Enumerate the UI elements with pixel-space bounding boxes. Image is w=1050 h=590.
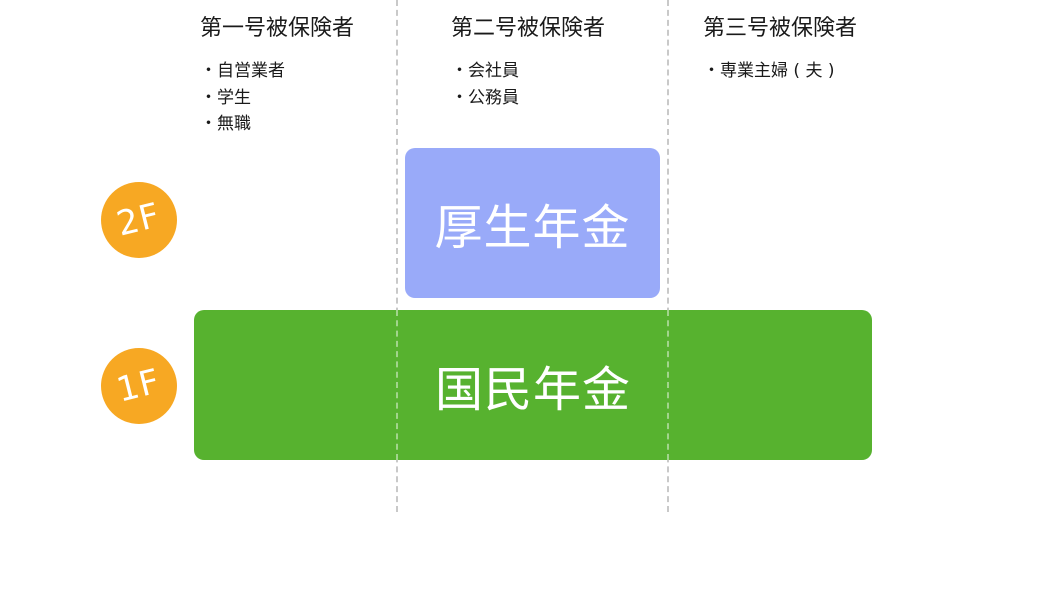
- kokumin-nenkin-block: 国民年金: [194, 310, 872, 460]
- floor-label-2f: 2F: [113, 195, 165, 245]
- column-title-second-insured: 第二号被保険者: [451, 16, 606, 41]
- column-items-second-insured: 会社員 公務員: [451, 58, 519, 111]
- column-items-third-insured: 専業主婦 ( 夫 ): [703, 58, 834, 85]
- kosei-nenkin-block: 厚生年金: [405, 148, 660, 298]
- floor-badge-2f: 2F: [101, 182, 177, 258]
- column-divider-right-overlay: [667, 310, 669, 460]
- column-title-third-insured: 第三号被保険者: [703, 16, 858, 41]
- list-item: 専業主婦 ( 夫 ): [703, 58, 834, 85]
- list-item: 無職: [200, 111, 285, 138]
- column-divider-right: [667, 0, 669, 512]
- list-item: 自営業者: [200, 58, 285, 85]
- column-divider-left-overlay: [396, 310, 398, 460]
- list-item: 公務員: [451, 85, 519, 112]
- column-divider-left: [396, 0, 398, 512]
- floor-badge-1f: 1F: [101, 348, 177, 424]
- kokumin-nenkin-label: 国民年金: [434, 362, 631, 418]
- column-title-first-insured: 第一号被保険者: [200, 16, 355, 41]
- kosei-nenkin-label: 厚生年金: [434, 200, 631, 256]
- floor-label-1f: 1F: [113, 361, 165, 411]
- list-item: 学生: [200, 85, 285, 112]
- column-items-first-insured: 自営業者 学生 無職: [200, 58, 285, 138]
- list-item: 会社員: [451, 58, 519, 85]
